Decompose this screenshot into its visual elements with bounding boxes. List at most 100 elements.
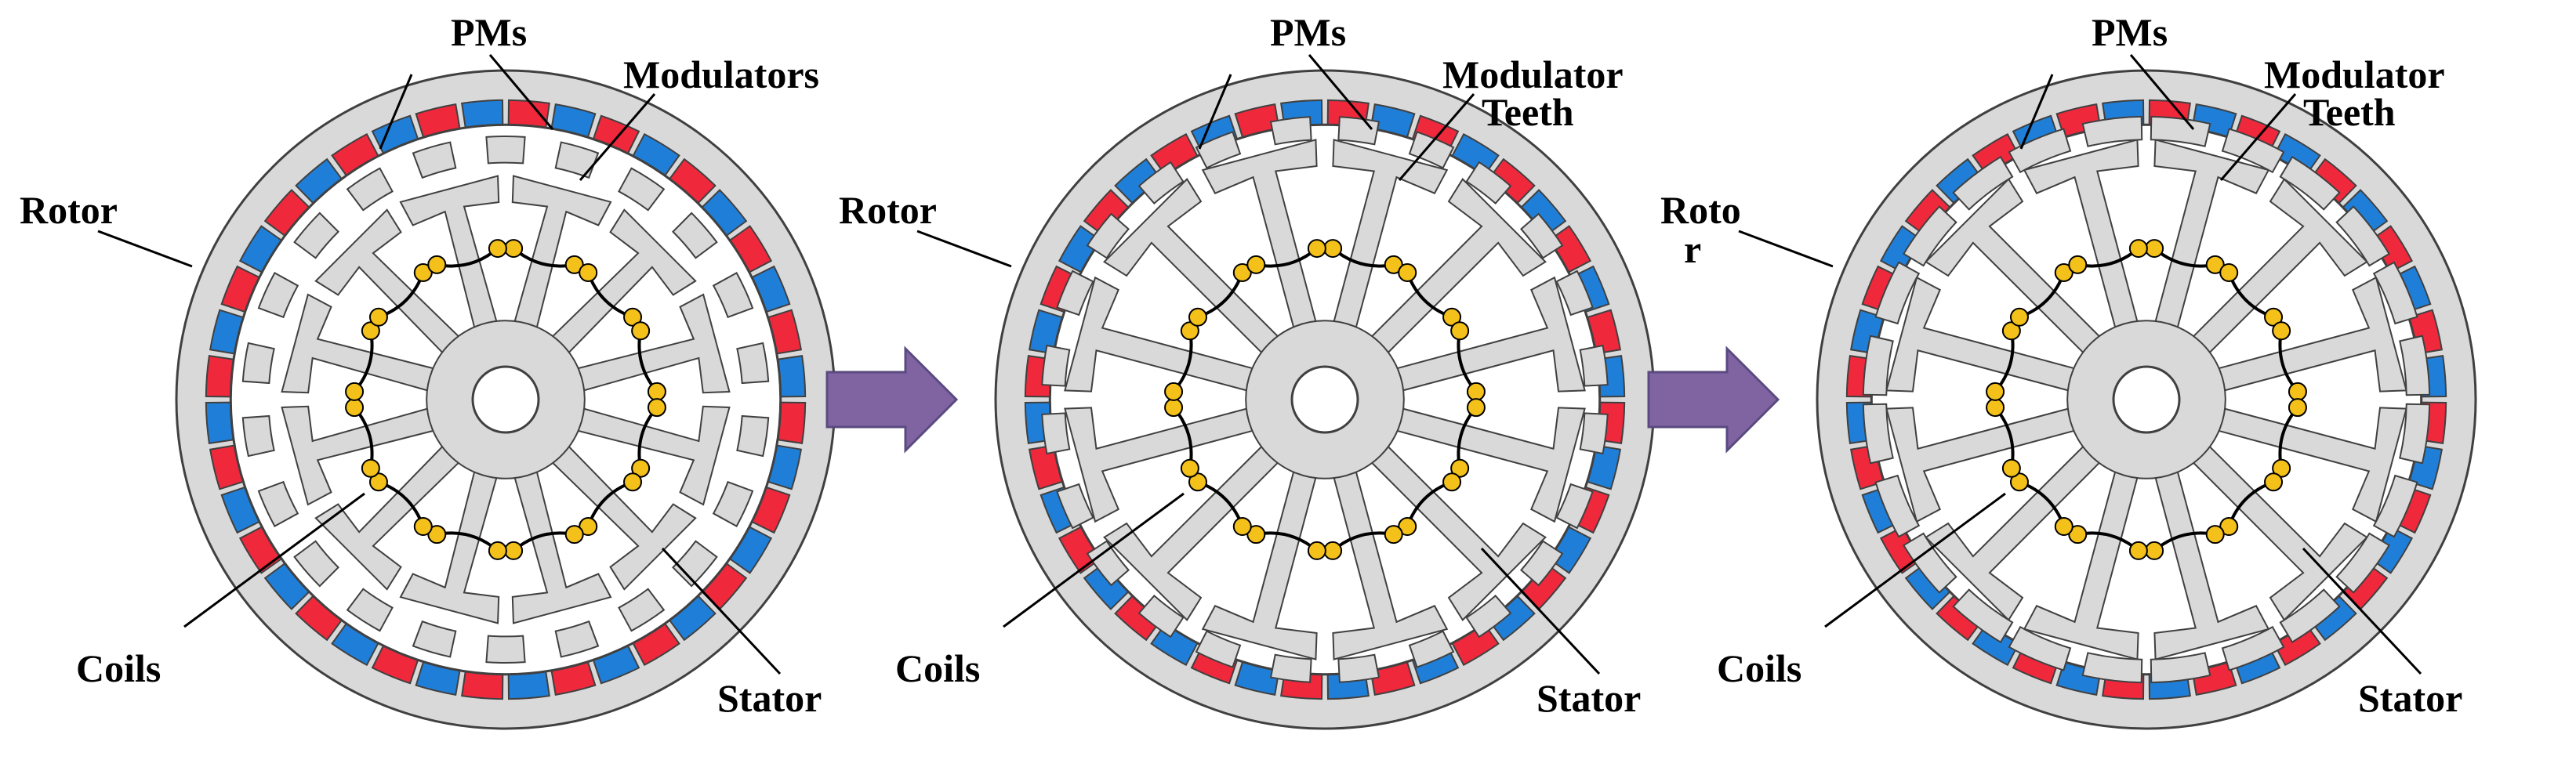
stator-tooth xyxy=(1396,276,1586,393)
coil-dot-icon xyxy=(1450,458,1470,478)
coil-dot-icon xyxy=(345,382,365,401)
coil-dot-icon xyxy=(1450,321,1470,341)
modulator-tooth xyxy=(2335,205,2390,267)
pms-label: PMs xyxy=(1270,10,1346,54)
modulator-block xyxy=(618,588,666,632)
coil-dot-icon xyxy=(2205,255,2225,274)
coil-dot-icon xyxy=(2054,517,2073,537)
modulator-tooth xyxy=(1041,344,1071,387)
modulator-tooth xyxy=(1056,270,1094,317)
coil-dot-icon xyxy=(1323,239,1343,259)
permanent-magnet xyxy=(461,99,504,129)
stator-tooth xyxy=(1064,276,1254,393)
modulator-tooth xyxy=(2279,156,2341,211)
permanent-magnet xyxy=(507,670,550,700)
modulator-block xyxy=(736,342,770,385)
modulator-label: Modulator xyxy=(1442,52,1624,96)
pms-leader xyxy=(379,74,413,150)
shaft-hole xyxy=(471,365,540,434)
coils-label: Coils xyxy=(1717,646,1801,690)
coil-dot-icon xyxy=(2145,541,2164,560)
modulator-block xyxy=(293,212,339,259)
pms-leader xyxy=(2129,54,2195,130)
stator-tooth xyxy=(511,471,612,624)
modulator-block xyxy=(257,480,299,527)
coil-dot-icon xyxy=(504,239,524,259)
coil-dot-icon xyxy=(2001,458,2021,478)
coil-dot-icon xyxy=(1466,398,1486,418)
coil-dot-icon xyxy=(368,307,388,327)
permanent-magnet xyxy=(205,401,235,444)
modulator-label: Teeth xyxy=(2303,90,2396,134)
modulator-leader xyxy=(2219,93,2297,181)
coil-dot-icon xyxy=(1442,307,1462,327)
permanent-magnet xyxy=(776,355,807,398)
right-arrow-shape xyxy=(1647,346,1780,454)
coil-dot-icon xyxy=(2288,382,2307,401)
modulator-tooth xyxy=(1903,532,1957,594)
coil-dot-icon xyxy=(1164,398,1184,418)
rotor-label: Rotor xyxy=(839,188,937,232)
stator-tooth xyxy=(511,175,612,328)
coil-dot-icon xyxy=(1466,382,1486,401)
coil-dot-icon xyxy=(1246,255,1266,274)
pms-label: PMs xyxy=(451,10,527,54)
stator-label: Stator xyxy=(2358,676,2462,720)
coil-dot-icon xyxy=(1188,472,1207,492)
stator-tooth xyxy=(399,175,500,328)
coil-dot-icon xyxy=(427,525,447,544)
coil-dot-icon xyxy=(564,525,584,544)
coil-dot-icon xyxy=(488,239,507,259)
coil-dot-icon xyxy=(2219,262,2239,282)
coil-dot-icon xyxy=(2145,239,2164,259)
coil-dot-icon xyxy=(647,398,666,418)
coil-dot-icon xyxy=(2264,307,2284,327)
coil-dot-icon xyxy=(564,255,584,274)
coil-dot-icon xyxy=(2009,472,2029,492)
coil-dot-icon xyxy=(413,517,433,537)
coil-dot-icon xyxy=(2068,255,2088,274)
stator-tooth xyxy=(577,293,731,394)
coil-dot-icon xyxy=(631,458,651,478)
modulator-block xyxy=(293,540,339,588)
stator-tooth xyxy=(281,405,434,506)
coil-dot-icon xyxy=(1398,517,1417,537)
stator-leader xyxy=(1480,547,1601,675)
modulator-tooth xyxy=(2279,588,2341,643)
coil-dot-icon xyxy=(2264,472,2284,492)
coil-dot-icon xyxy=(1246,525,1266,544)
coil-dot-icon xyxy=(2272,458,2291,478)
coil-dot-icon xyxy=(2009,307,2029,327)
modulator-tooth xyxy=(2399,403,2431,465)
modulator-tooth xyxy=(1555,270,1594,317)
stator-tooth xyxy=(551,445,697,591)
rotor-leader xyxy=(97,230,193,268)
permanent-magnet xyxy=(776,401,807,444)
modulator-tooth xyxy=(1137,595,1185,639)
coil-dot-icon xyxy=(488,541,507,560)
modulator-tooth xyxy=(2150,115,2211,147)
stator-tooth xyxy=(281,293,434,394)
coil-dot-icon xyxy=(2001,321,2021,341)
modulator-tooth xyxy=(1874,261,1921,325)
modulator-tooth xyxy=(2221,128,2285,174)
coil-dot-icon xyxy=(1307,541,1326,560)
coil-dot-icon xyxy=(1398,262,1417,282)
stator-tooth xyxy=(314,445,460,591)
modulator-block xyxy=(672,540,718,588)
coil-dot-icon xyxy=(1384,255,1403,274)
stator-tooth xyxy=(1201,139,1318,328)
stator-tooth xyxy=(1396,407,1586,523)
modulator-block xyxy=(736,414,770,458)
right-arrow-shape xyxy=(825,346,959,454)
modulator-tooth xyxy=(2221,625,2285,671)
modulator-tooth xyxy=(1086,540,1130,587)
coil-dot-icon xyxy=(2068,525,2088,544)
modulator-tooth xyxy=(1195,630,1242,668)
coil-dot-icon xyxy=(1442,472,1462,492)
modulator-leader xyxy=(1398,93,1475,181)
coil-dot-icon xyxy=(2272,321,2291,341)
modulator-block xyxy=(485,635,526,664)
stator-tooth xyxy=(1332,471,1449,660)
modulator-tooth xyxy=(2081,652,2143,684)
